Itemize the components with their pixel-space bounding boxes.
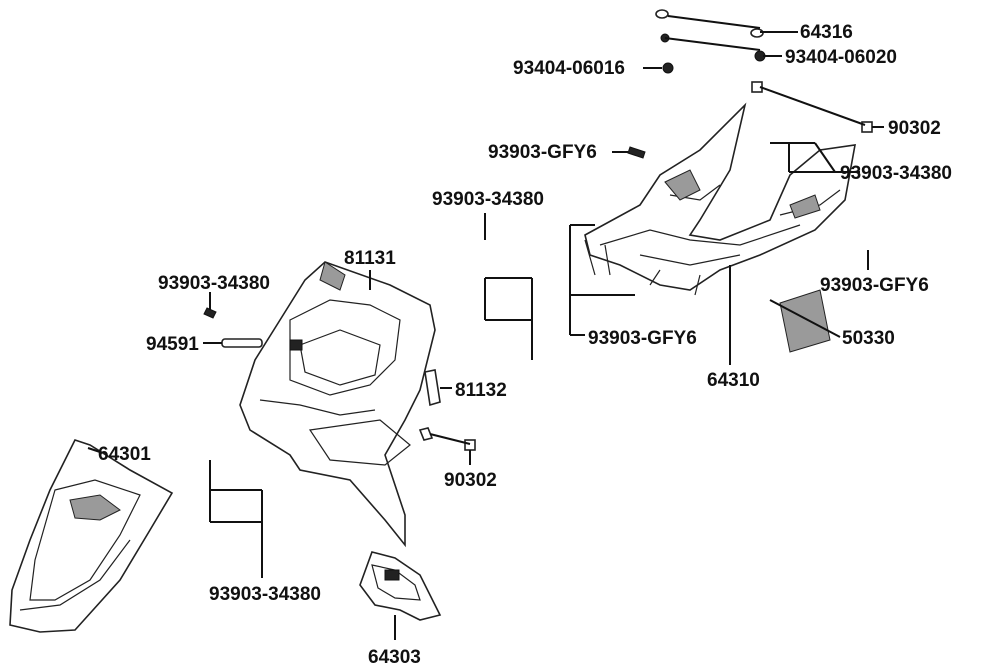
inner-shield-part bbox=[239, 261, 436, 548]
part-labels: 64316 93404-06020 93404-06016 90302 9390… bbox=[98, 22, 952, 668]
label-93404-06016: 93404-06016 bbox=[513, 58, 625, 79]
front-cover-part bbox=[9, 439, 174, 633]
label-64310: 64310 bbox=[707, 370, 760, 391]
label-93903-gfy6-top: 93903-GFY6 bbox=[488, 142, 597, 163]
label-93903-34380-right: 93903-34380 bbox=[840, 163, 952, 184]
label-90302-top: 90302 bbox=[888, 118, 941, 139]
label-81131: 81131 bbox=[344, 248, 396, 269]
lower-panel-part bbox=[359, 551, 442, 621]
label-93903-34380-bottom: 93903-34380 bbox=[209, 584, 321, 605]
floor-panel-part bbox=[584, 102, 856, 296]
label-93404-06020: 93404-06020 bbox=[785, 47, 897, 68]
label-50330: 50330 bbox=[842, 328, 895, 349]
leader-lines bbox=[87, 15, 884, 640]
label-94591: 94591 bbox=[146, 334, 199, 355]
label-93903-34380-mid: 93903-34380 bbox=[432, 189, 544, 210]
label-93903-gfy6-mid: 93903-GFY6 bbox=[588, 328, 697, 349]
label-93903-34380-left: 93903-34380 bbox=[158, 273, 270, 294]
label-64316: 64316 bbox=[800, 22, 853, 43]
label-81132: 81132 bbox=[455, 380, 507, 401]
side-cover-81132-part bbox=[424, 369, 441, 407]
label-90302-mid: 90302 bbox=[444, 470, 497, 491]
label-64303: 64303 bbox=[368, 647, 421, 668]
label-93903-gfy6-right: 93903-GFY6 bbox=[820, 275, 929, 296]
label-64301: 64301 bbox=[98, 444, 151, 465]
